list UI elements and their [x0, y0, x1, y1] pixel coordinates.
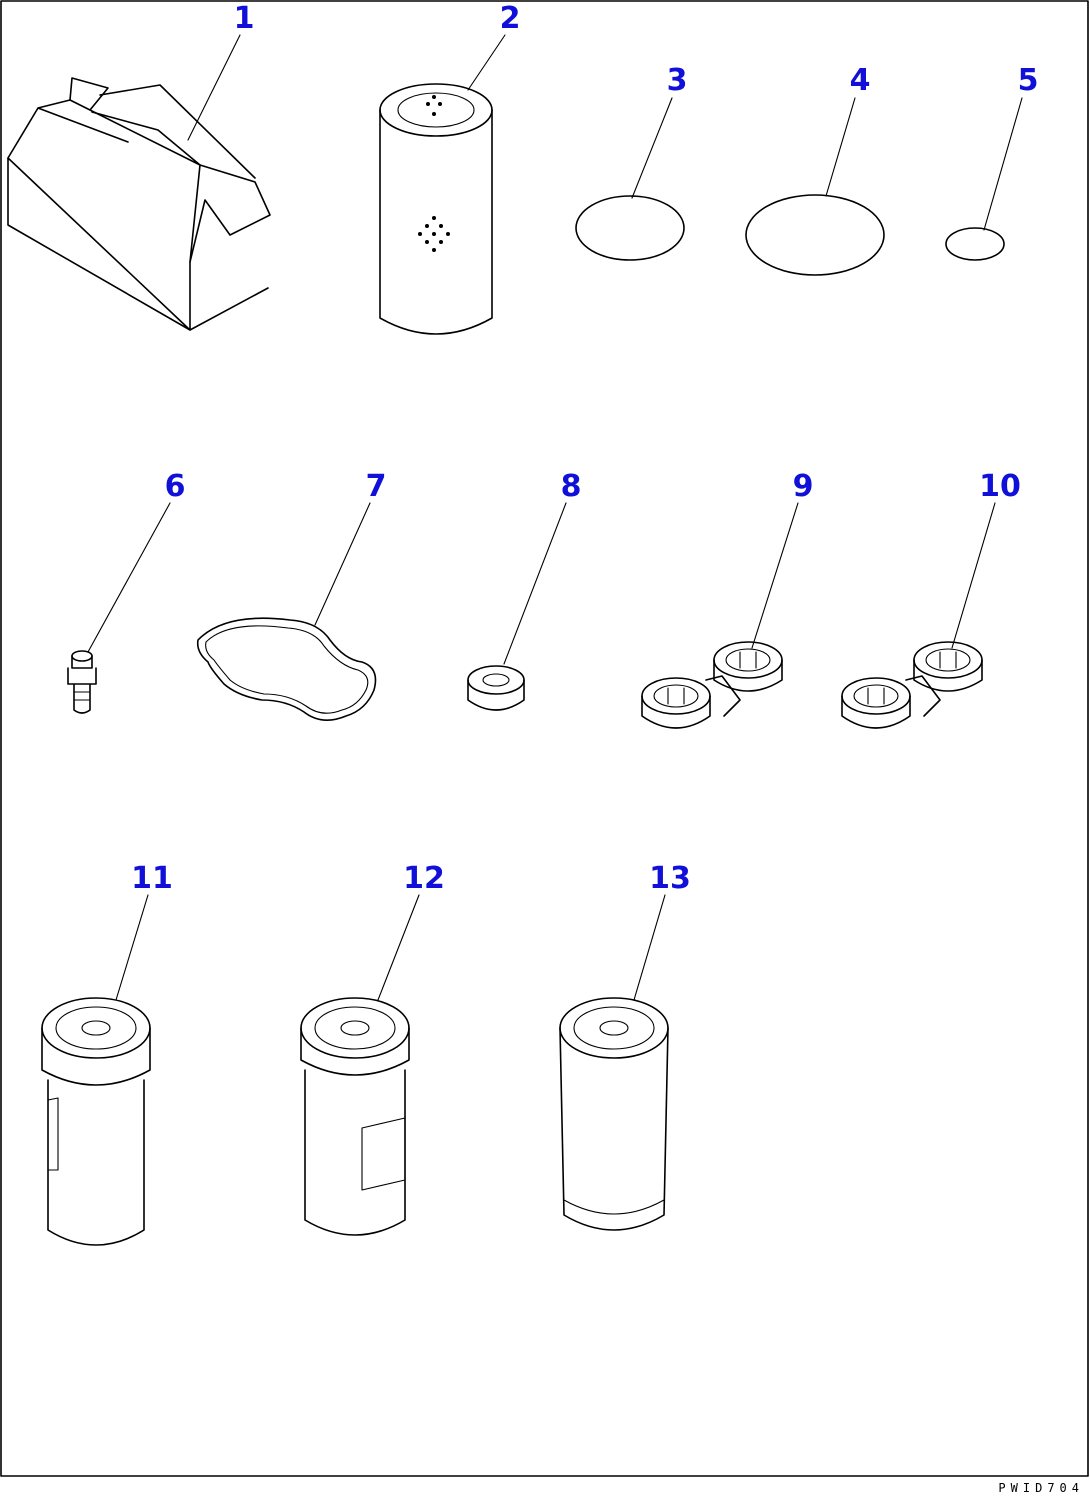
callout-label-6: 6: [165, 469, 186, 504]
leader-line-9: [751, 502, 799, 649]
callout-label-7: 7: [366, 469, 387, 504]
drawing-code: PWID704: [998, 1481, 1084, 1495]
callout-label-1: 1: [234, 1, 255, 36]
callout-label-10: 10: [979, 469, 1021, 504]
callout-label-2: 2: [500, 1, 521, 36]
part-1-carton-box: 1: [7, 1, 271, 331]
leader-line-2: [467, 34, 506, 91]
leader-line-12: [377, 894, 420, 1001]
leader-line-6: [87, 502, 171, 653]
part-6-plug: 6: [67, 469, 186, 714]
part-12-spin-on-filter: 12: [300, 861, 445, 1236]
leader-line-3: [631, 97, 673, 199]
part-4-o-ring: 4: [745, 63, 885, 276]
leader-line-8: [503, 502, 567, 665]
part-9-wrench: 9: [641, 469, 814, 729]
callout-label-9: 9: [793, 469, 814, 504]
leader-line-11: [115, 894, 149, 1001]
callout-label-11: 11: [131, 861, 173, 896]
part-2-filter-element: 2: [379, 1, 521, 335]
callout-label-4: 4: [850, 63, 871, 98]
part-10-wrench: 10: [841, 469, 1021, 729]
leader-line-1: [187, 34, 241, 141]
part-8-seal-ring: 8: [467, 469, 582, 711]
leader-line-4: [825, 97, 856, 197]
part-7-gasket: 7: [196, 469, 387, 721]
leader-line-13: [633, 894, 666, 1001]
callout-label-3: 3: [667, 63, 688, 98]
part-11-spin-on-filter: 11: [41, 861, 173, 1246]
part-3-o-ring: 3: [575, 63, 688, 261]
callout-label-8: 8: [561, 469, 582, 504]
leader-line-7: [314, 502, 371, 626]
leader-line-10: [951, 502, 996, 649]
callout-label-12: 12: [403, 861, 445, 896]
callout-label-13: 13: [649, 861, 691, 896]
part-5-o-ring: 5: [945, 63, 1039, 261]
leader-line-5: [983, 97, 1023, 231]
part-13-spin-on-filter: 13: [559, 861, 691, 1231]
callout-label-5: 5: [1018, 63, 1039, 98]
